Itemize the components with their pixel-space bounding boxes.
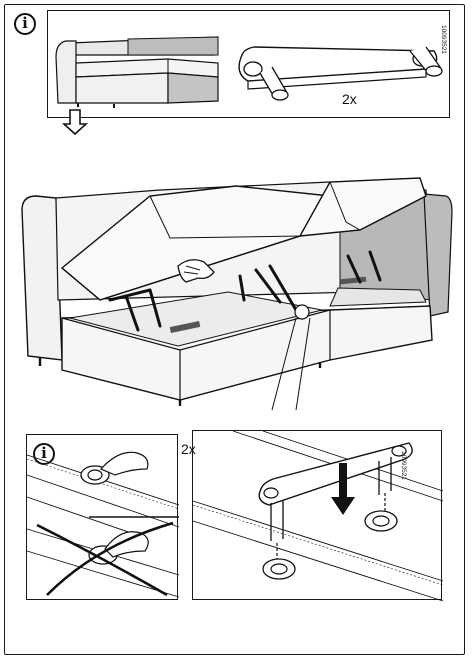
arrow-down-icon <box>331 463 355 515</box>
info-icon: i <box>33 443 55 465</box>
detail-quantity-label: 2x <box>181 441 196 457</box>
dowel-icon <box>238 46 443 101</box>
detail-part-number: 10093521 <box>400 451 407 480</box>
detail-panel: 2x 10093521 <box>181 430 444 602</box>
dowel-insertion-illustration <box>192 430 444 602</box>
top-quantity-label: 2x <box>342 91 357 107</box>
info-icon: i <box>14 13 36 35</box>
cross-out-icon <box>36 521 174 597</box>
correct-incorrect-panel: i <box>26 434 180 600</box>
sofa-section-illustration <box>55 36 219 108</box>
top-info-panel: 2x 10093521 <box>47 10 450 118</box>
page-frame <box>4 4 465 655</box>
correct-insertion-illustration <box>26 451 180 536</box>
